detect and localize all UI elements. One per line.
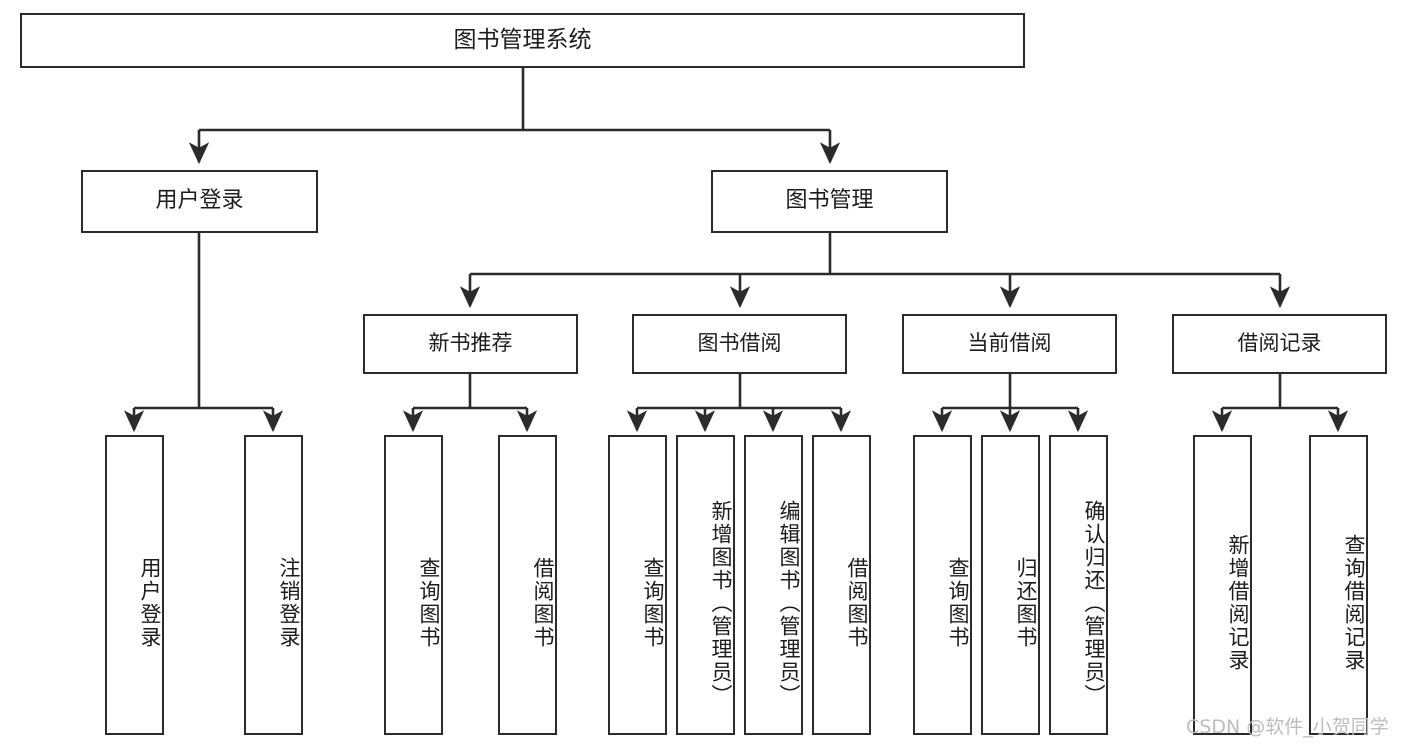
node-book-borrow-label: 图书借阅	[697, 331, 782, 356]
node-book-management-label: 图书管理	[785, 188, 874, 214]
node-new-book-recommend-label: 新书推荐	[428, 331, 513, 356]
node-user-login-label: 用户登录	[155, 188, 244, 214]
leaf-edit-book-admin[interactable]: 编辑图书（管理员）	[744, 435, 803, 735]
leaf-query-book-current[interactable]: 查询图书	[913, 435, 972, 735]
leaf-borrow-book-label: 借阅图书	[845, 557, 869, 649]
leaf-query-borrow-record-label: 查询借阅记录	[1342, 534, 1366, 672]
watermark: CSDN @软件_小贺同学	[1186, 716, 1389, 738]
leaf-return-book[interactable]: 归还图书	[981, 435, 1040, 735]
leaf-borrow-book[interactable]: 借阅图书	[812, 435, 871, 735]
node-new-book-recommend[interactable]: 新书推荐	[363, 314, 578, 374]
leaf-confirm-return-admin-label: 确认归还（管理员）	[1082, 499, 1106, 707]
leaf-borrow-book-recommend[interactable]: 借阅图书	[498, 435, 557, 735]
node-user-login[interactable]: 用户登录	[81, 170, 318, 233]
leaf-edit-book-admin-label: 编辑图书（管理员）	[777, 499, 801, 707]
leaf-logout-label: 注销登录	[277, 557, 301, 649]
leaf-query-book-recommend[interactable]: 查询图书	[384, 435, 443, 735]
leaf-query-book-recommend-label: 查询图书	[417, 557, 441, 649]
node-book-management[interactable]: 图书管理	[711, 170, 948, 233]
node-borrow-record[interactable]: 借阅记录	[1172, 314, 1387, 374]
leaf-add-book-admin[interactable]: 新增图书（管理员）	[676, 435, 735, 735]
node-current-borrow-label: 当前借阅	[967, 331, 1052, 356]
node-root[interactable]: 图书管理系统	[20, 13, 1025, 68]
leaf-user-login-label: 用户登录	[138, 557, 162, 649]
leaf-logout[interactable]: 注销登录	[244, 435, 303, 735]
node-root-label: 图书管理系统	[453, 27, 592, 54]
leaf-add-book-admin-label: 新增图书（管理员）	[709, 499, 733, 707]
leaf-user-login[interactable]: 用户登录	[105, 435, 164, 735]
leaf-query-book-borrow[interactable]: 查询图书	[608, 435, 667, 735]
leaf-borrow-book-recommend-label: 借阅图书	[531, 557, 555, 649]
leaf-query-book-borrow-label: 查询图书	[641, 557, 665, 649]
node-book-borrow[interactable]: 图书借阅	[632, 314, 847, 374]
leaf-query-borrow-record[interactable]: 查询借阅记录	[1309, 435, 1368, 735]
leaf-query-book-current-label: 查询图书	[946, 557, 970, 649]
leaf-add-borrow-record[interactable]: 新增借阅记录	[1193, 435, 1252, 735]
leaf-add-borrow-record-label: 新增借阅记录	[1226, 534, 1250, 672]
node-borrow-record-label: 借阅记录	[1237, 331, 1322, 356]
leaf-confirm-return-admin[interactable]: 确认归还（管理员）	[1049, 435, 1108, 735]
leaf-return-book-label: 归还图书	[1014, 557, 1038, 649]
node-current-borrow[interactable]: 当前借阅	[902, 314, 1117, 374]
